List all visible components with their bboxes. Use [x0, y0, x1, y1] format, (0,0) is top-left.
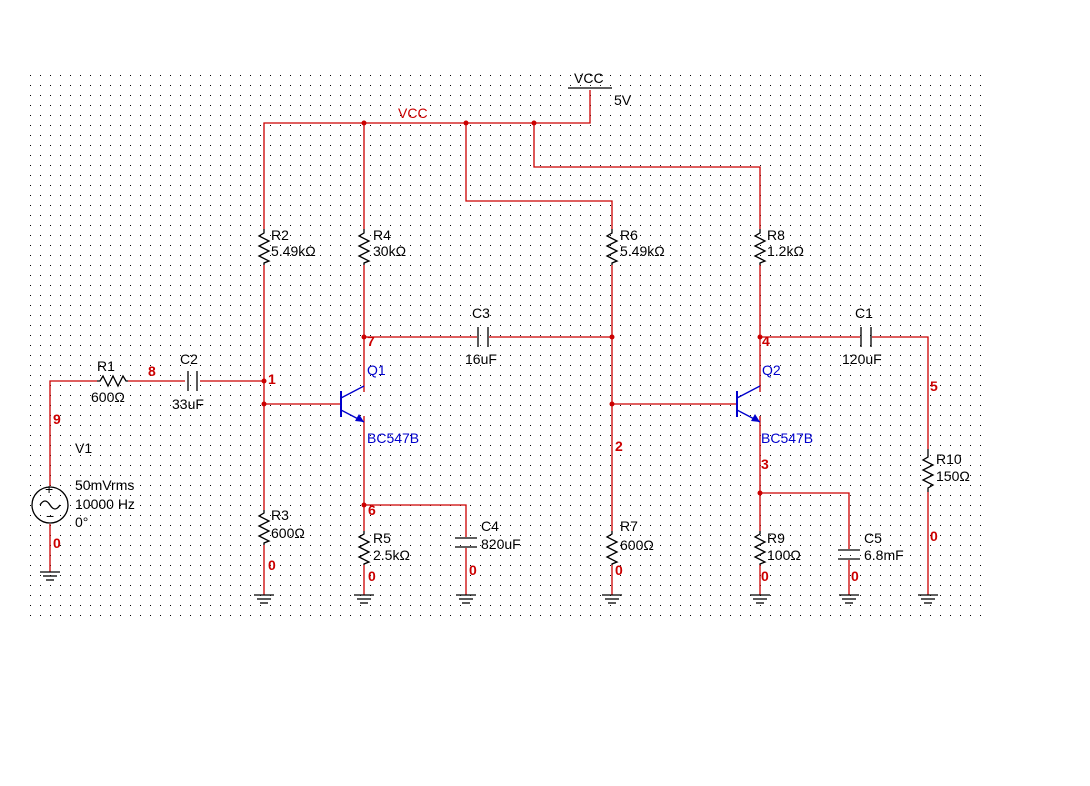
q1-model: BC547B	[367, 430, 419, 446]
net-label-0: 0	[469, 562, 477, 578]
c4-value: 820uF	[481, 536, 521, 552]
r4-value: 30kΩ	[373, 243, 406, 259]
r5-name: R5	[373, 530, 391, 546]
ground-icon	[602, 594, 622, 604]
transistor-q1[interactable]: Q1 BC547B	[340, 362, 419, 446]
net-label-0: 0	[615, 562, 623, 578]
net-label-6: 6	[368, 502, 376, 518]
r5-value: 2.5kΩ	[373, 547, 410, 563]
resistor-r2[interactable]: R2 5.49kΩ	[257, 227, 316, 265]
v1-name: V1	[75, 440, 92, 456]
net-label-7: 7	[367, 333, 375, 349]
r8-value: 1.2kΩ	[767, 243, 804, 259]
r6-name: R6	[620, 227, 638, 243]
ground-icon	[839, 594, 859, 604]
r2-name: R2	[271, 227, 289, 243]
capacitor-c1[interactable]: C1 120uF	[842, 305, 882, 367]
net-labels: 8 9 0 1 0 7 6 0 0 2 0 4 3 0 0 5 0	[53, 333, 938, 584]
ground-icon	[254, 594, 274, 604]
ground-icon	[354, 594, 374, 604]
v1-phase: 0°	[75, 514, 88, 530]
c4-name: C4	[481, 518, 499, 534]
net-label-4: 4	[762, 333, 770, 349]
net-label-0: 0	[368, 568, 376, 584]
net-label-3: 3	[761, 456, 769, 472]
ground-symbols	[40, 571, 938, 604]
wires	[49, 90, 929, 595]
dot-grid	[26, 72, 990, 618]
vcc-source-name: VCC	[574, 70, 604, 86]
capacitor-c3[interactable]: C3 16uF	[465, 305, 497, 367]
r4-name: R4	[373, 227, 391, 243]
resistor-r10[interactable]: R10 150Ω	[921, 449, 970, 492]
net-label-1: 1	[268, 371, 276, 387]
ground-icon	[918, 594, 938, 604]
net-label-0: 0	[53, 535, 61, 551]
vcc-source-value: 5V	[614, 92, 632, 108]
c2-name: C2	[180, 351, 198, 367]
net-label-8: 8	[148, 363, 156, 379]
ground-icon	[456, 594, 476, 604]
q1-name: Q1	[367, 362, 386, 378]
net-label-0: 0	[268, 557, 276, 573]
r7-name: R7	[620, 518, 638, 534]
svg-text:+: +	[45, 481, 53, 497]
vcc-source[interactable]: VCC 5V	[568, 70, 632, 108]
c3-value: 16uF	[465, 351, 497, 367]
capacitor-c4[interactable]: C4 820uF	[455, 518, 521, 552]
r8-name: R8	[767, 227, 785, 243]
resistor-r1[interactable]: R1 600Ω	[91, 358, 128, 405]
r9-value: 100Ω	[767, 547, 801, 563]
capacitor-c5[interactable]: C5 6.8mF	[838, 530, 904, 563]
r2-value: 5.49kΩ	[271, 243, 316, 259]
v1-amplitude: 50mVrms	[75, 477, 134, 493]
resistor-r7[interactable]: R7 600Ω	[605, 518, 654, 565]
ac-source-v1[interactable]: + − V1 50mVrms 10000 Hz 0°	[31, 440, 135, 530]
r6-value: 5.49kΩ	[620, 243, 665, 259]
net-label-0: 0	[851, 568, 859, 584]
resistor-r8[interactable]: R8 1.2kΩ	[753, 227, 804, 265]
net-label-0: 0	[930, 528, 938, 544]
r3-name: R3	[271, 507, 289, 523]
net-label-2: 2	[615, 438, 623, 454]
c5-name: C5	[864, 530, 882, 546]
ground-icon	[750, 594, 770, 604]
ground-icon	[40, 571, 60, 581]
resistor-r5[interactable]: R5 2.5kΩ	[357, 530, 410, 565]
c2-value: 33uF	[172, 396, 204, 412]
v1-frequency: 10000 Hz	[75, 496, 135, 512]
r1-name: R1	[97, 358, 115, 374]
net-label-9: 9	[53, 411, 61, 427]
q2-model: BC547B	[761, 430, 813, 446]
q2-name: Q2	[762, 362, 781, 378]
c5-value: 6.8mF	[864, 547, 904, 563]
r7-value: 600Ω	[620, 537, 654, 553]
c1-value: 120uF	[842, 351, 882, 367]
r9-name: R9	[767, 530, 785, 546]
net-label-5: 5	[930, 378, 938, 394]
net-label-0: 0	[761, 568, 769, 584]
junctions	[261, 120, 763, 508]
c1-name: C1	[855, 305, 873, 321]
r10-name: R10	[936, 451, 962, 467]
transistor-q2[interactable]: Q2 BC547B	[736, 362, 813, 446]
svg-text:−: −	[46, 508, 54, 524]
r1-value: 600Ω	[91, 389, 125, 405]
resistor-r4[interactable]: R4 30kΩ	[357, 227, 406, 265]
r10-value: 150Ω	[936, 468, 970, 484]
resistor-r3[interactable]: R3 600Ω	[257, 507, 305, 545]
c3-name: C3	[472, 305, 490, 321]
capacitor-c2[interactable]: C2 33uF	[172, 351, 204, 412]
r3-value: 600Ω	[271, 525, 305, 541]
vcc-net-label: VCC	[398, 105, 428, 121]
resistor-r9[interactable]: R9 100Ω	[753, 530, 801, 565]
resistor-r6[interactable]: R6 5.49kΩ	[605, 227, 665, 265]
